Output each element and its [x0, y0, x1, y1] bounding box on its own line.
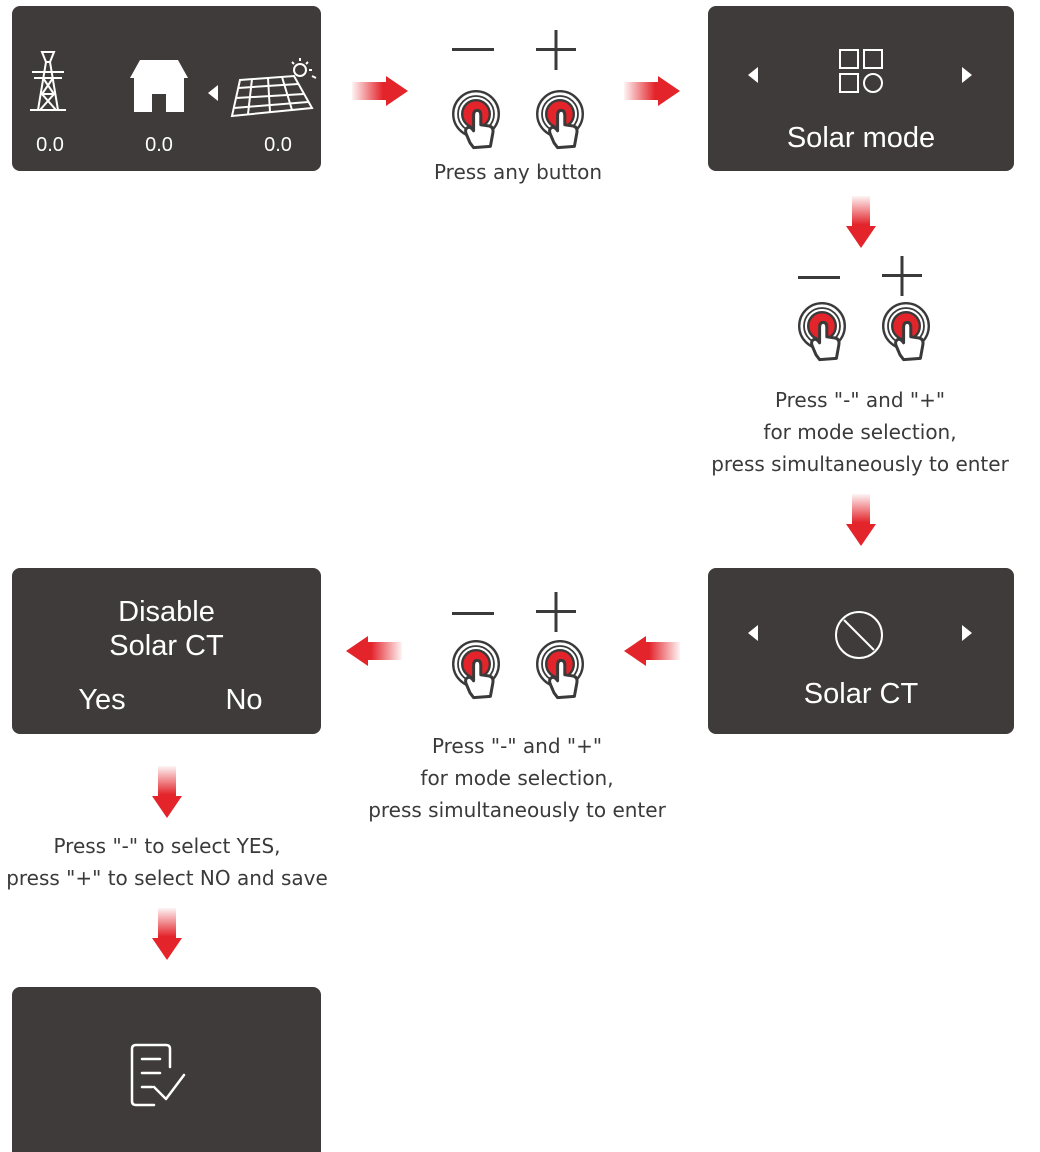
plus-button[interactable] — [530, 89, 590, 150]
house-value: 0.0 — [145, 134, 173, 156]
arrow-left-icon — [208, 85, 218, 101]
mode-grid-icon — [839, 49, 883, 93]
yes-option[interactable]: Yes — [78, 684, 126, 716]
disable-title-line2: Solar CT — [109, 630, 224, 662]
solar-value: 0.0 — [264, 134, 292, 156]
flow-arrow-down-3 — [152, 766, 182, 818]
step2-caption-line2: for mode selection, — [763, 420, 957, 444]
home-screen: 0.0 0.0 0.0 — [12, 6, 321, 171]
step3-caption-line1: Press "-" and "+" — [431, 734, 603, 758]
step3-caption-line3: press simultaneously to enter — [368, 798, 666, 822]
plus-button[interactable] — [530, 639, 590, 700]
plus-sign-icon — [536, 592, 576, 632]
solar-mode-screen: Solar mode — [708, 6, 1014, 171]
no-option[interactable]: No — [225, 684, 263, 716]
flow-arrow-right-2 — [624, 76, 680, 106]
plus-sign-icon — [536, 30, 576, 70]
step1-caption: Press any button — [433, 160, 603, 184]
flow-arrow-right-1 — [352, 76, 408, 106]
minus-button[interactable] — [792, 301, 852, 362]
minus-button[interactable] — [446, 639, 506, 700]
saved-screen — [12, 987, 321, 1152]
minus-sign-icon — [452, 612, 494, 615]
flow-arrow-down-2 — [846, 494, 876, 546]
plus-sign-icon — [882, 256, 922, 296]
arrow-right-icon — [962, 67, 972, 83]
document-check-icon — [130, 1043, 186, 1107]
solar-mode-label: Solar mode — [786, 122, 936, 154]
step3-caption-line2: for mode selection, — [420, 766, 614, 790]
disable-title-line1: Disable — [118, 596, 215, 628]
solar-ct-label: Solar CT — [803, 678, 919, 710]
solar-ct-screen: Solar CT — [708, 568, 1014, 734]
minus-button[interactable] — [446, 89, 506, 150]
arrow-right-icon — [962, 625, 972, 641]
step2-caption-line1: Press "-" and "+" — [774, 388, 946, 412]
minus-sign-icon — [798, 276, 840, 279]
disabled-circle-icon — [835, 611, 883, 659]
flow-arrow-left-2 — [346, 636, 402, 666]
step4-caption-line2: press "+" to select NO and save — [6, 866, 328, 890]
solar-panel-icon — [230, 58, 317, 118]
flow-arrow-down-4 — [152, 908, 182, 960]
arrow-left-icon — [748, 67, 758, 83]
step2-caption-line3: press simultaneously to enter — [711, 452, 1009, 476]
grid-value: 0.0 — [36, 134, 64, 156]
minus-sign-icon — [452, 48, 494, 51]
disable-solar-ct-screen: Disable Solar CT Yes No — [12, 568, 321, 734]
house-icon — [130, 60, 188, 112]
plus-button[interactable] — [876, 301, 936, 362]
step4-caption-line1: Press "-" to select YES, — [53, 834, 281, 858]
flow-arrow-down-1 — [846, 196, 876, 248]
arrow-left-icon — [748, 625, 758, 641]
flow-arrow-left-1 — [624, 636, 680, 666]
grid-tower-icon — [30, 51, 66, 111]
